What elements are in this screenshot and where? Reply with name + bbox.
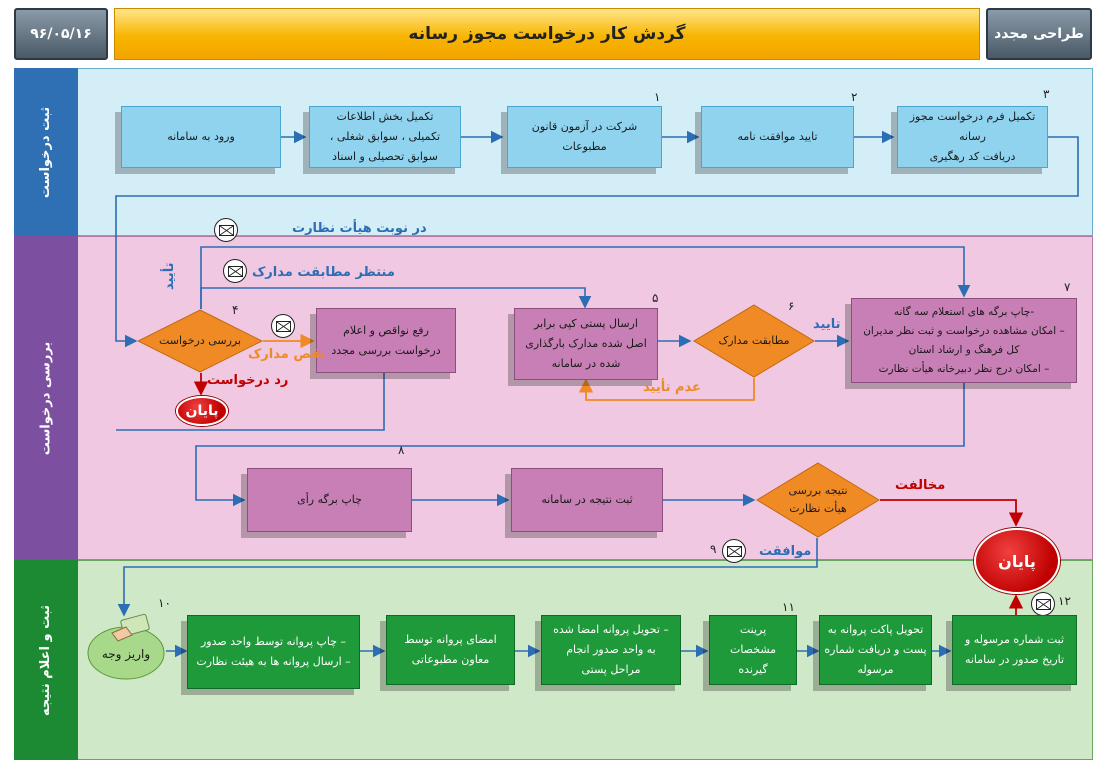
label-reject: رد درخواست bbox=[207, 373, 289, 388]
step-fix-defects: رفع نواقص و اعلام درخواست بررسی مجدد bbox=[316, 308, 456, 373]
step-number-1: ۱ bbox=[654, 90, 661, 104]
decision-review-request-label: بررسی درخواست bbox=[158, 334, 242, 347]
decision-board-result bbox=[756, 462, 880, 538]
step-print-recipient: پرینت مشخصات گیرنده bbox=[709, 615, 797, 685]
step-complete-info: تکمیل بخش اطلاعات تکمیلی ، سوابق شغلی ، … bbox=[309, 106, 461, 168]
step-register-post: ثبت شماره مرسوله و تاریخ صدور در سامانه bbox=[952, 615, 1077, 685]
date-badge: ۹۶/۰۵/۱۶ bbox=[14, 8, 108, 60]
lane-label-register: ثبت درخواست bbox=[14, 68, 78, 236]
step-register-result: ثبت نتیجه در سامانه bbox=[511, 468, 663, 532]
step-exam: شرکت در آزمون قانون مطبوعات bbox=[507, 106, 662, 168]
payment-icon: واریز وجه bbox=[86, 611, 166, 681]
step-post-package: تحویل پاکت پروانه به پست و دریافت شماره … bbox=[819, 615, 932, 685]
step-number-11: ۱۱ bbox=[782, 600, 795, 614]
label-agree: موافقت bbox=[759, 544, 812, 559]
end-node-reject: پایان bbox=[176, 396, 228, 426]
envelope-icon-agree bbox=[722, 539, 746, 563]
lane-label-review: بررسی درخواست bbox=[14, 236, 78, 560]
label-defect: نقص مدارک bbox=[248, 347, 326, 362]
lane-label-result: ثبت و اعلام نتیجه bbox=[14, 560, 78, 760]
step-number-4: ۴ bbox=[232, 303, 239, 317]
page-title: گردش کار درخواست مجوز رسانه bbox=[114, 8, 980, 60]
step-number-8: ۸ bbox=[398, 443, 405, 457]
step-number-12: ۱۲ bbox=[1058, 594, 1071, 608]
decision-doc-match bbox=[693, 304, 815, 378]
envelope-icon-defect bbox=[271, 314, 295, 338]
step-number-2: ۲ bbox=[851, 90, 858, 104]
label-await-match: منتظر مطابقت مدارک bbox=[252, 265, 395, 280]
decision-review-request bbox=[137, 309, 263, 373]
step-number-5: ۵ bbox=[652, 291, 659, 305]
step-login: ورود به سامانه bbox=[121, 106, 281, 168]
step-print-license: – چاپ پروانه توسط واحد صدور – ارسال پروا… bbox=[187, 615, 360, 689]
decision-doc-match-label: مطابقت مدارک bbox=[718, 334, 790, 347]
envelope-icon-post bbox=[1031, 592, 1055, 616]
step-inquiry: -چاپ برگه های استعلام سه گانه – امکان مش… bbox=[851, 298, 1077, 383]
payment-label: واریز وجه bbox=[101, 647, 151, 661]
step-number-7: ۷ bbox=[1064, 280, 1071, 294]
step-deliver: – تحویل پروانه امضا شده به واحد صدور انج… bbox=[541, 615, 681, 685]
step-print-vote: چاپ برگه رأی bbox=[247, 468, 412, 532]
envelope-icon-board-queue bbox=[214, 218, 238, 242]
step-number-9: ۹ bbox=[710, 542, 717, 556]
decision-board-result-label: نتیجه بررسی هیأت نظارت bbox=[788, 484, 848, 515]
redesign-badge: طراحی مجدد bbox=[986, 8, 1092, 60]
step-number-6: ۶ bbox=[788, 299, 795, 313]
step-number-10: ۱۰ bbox=[158, 596, 171, 610]
step-agreement: تایید موافقت نامه bbox=[701, 106, 854, 168]
label-approve-left: تأیید bbox=[162, 262, 177, 290]
label-approve-right: تایید bbox=[813, 317, 841, 332]
label-oppose: مخالفت bbox=[895, 478, 946, 493]
envelope-icon-await-match bbox=[223, 259, 247, 283]
step-form: تکمیل فرم درخواست مجوز رسانه دریافت کد ر… bbox=[897, 106, 1048, 168]
label-not-approved: عدم تأیید bbox=[643, 380, 701, 395]
end-node-oppose: پایان bbox=[974, 528, 1060, 594]
label-board-queue: در نوبت هیأت نظارت bbox=[292, 221, 427, 236]
step-send-copies: ارسال پستی کپی برابر اصل شده مدارک بارگذ… bbox=[514, 308, 658, 380]
step-number-3: ۳ bbox=[1043, 87, 1050, 101]
step-sign-license: امضای پروانه توسط معاون مطبوعاتی bbox=[386, 615, 515, 685]
